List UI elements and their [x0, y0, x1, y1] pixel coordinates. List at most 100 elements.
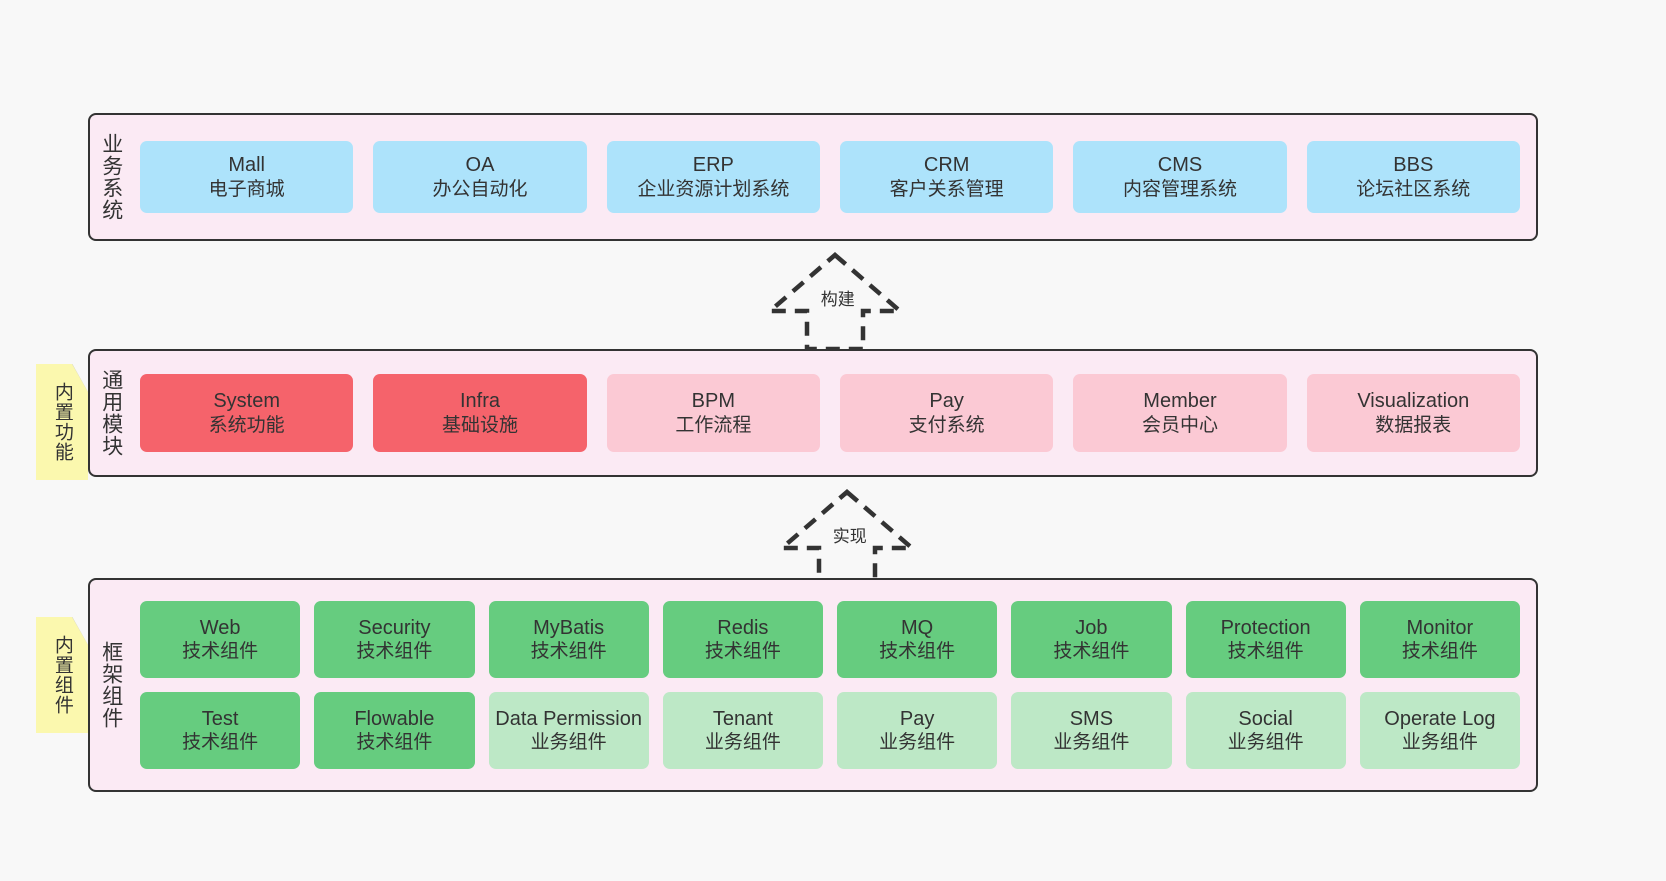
- card-title: Social: [1238, 707, 1293, 730]
- card-title: Web: [199, 616, 241, 639]
- module-card-bpm[interactable]: BPM 工作流程: [606, 374, 820, 452]
- note-built-in-functions: 内置功能: [36, 364, 88, 480]
- card-subtitle: 业务组件: [879, 732, 956, 754]
- page-fold-icon: [72, 617, 88, 645]
- card-title: Visualization: [1357, 390, 1470, 413]
- card-title: Tenant: [712, 707, 773, 730]
- framework-card-job[interactable]: Job 技术组件: [1011, 601, 1172, 678]
- card-subtitle: 技术组件: [879, 641, 956, 663]
- card-subtitle: 业务组件: [1227, 732, 1304, 754]
- card-title: CRM: [923, 154, 970, 177]
- card-subtitle: 会员中心: [1141, 414, 1218, 436]
- card-subtitle: 业务组件: [1401, 732, 1478, 754]
- card-title: CMS: [1157, 154, 1203, 177]
- implement-arrow: 实现: [772, 486, 922, 592]
- card-title: Pay: [899, 707, 935, 730]
- card-subtitle: 客户关系管理: [889, 178, 1004, 200]
- card-subtitle: 电子商城: [208, 178, 285, 200]
- common-modules-layer: 通用模块 System 系统功能 Infra 基础设施 BPM 工作流程 Pay…: [88, 349, 1538, 477]
- card-subtitle: 数据报表: [1375, 414, 1452, 436]
- framework-card-test[interactable]: Test 技术组件: [140, 692, 301, 769]
- business-systems-row: Mall 电子商城 OA 办公自动化 ERP 企业资源计划系统 CRM 客户关系…: [140, 141, 1520, 213]
- business-card-oa[interactable]: OA 办公自动化: [373, 141, 587, 213]
- card-subtitle: 工作流程: [675, 414, 752, 436]
- module-card-member[interactable]: Member 会员中心: [1073, 374, 1287, 452]
- framework-card-data-permission[interactable]: Data Permission 业务组件: [488, 692, 649, 769]
- framework-card-flowable[interactable]: Flowable 技术组件: [314, 692, 475, 769]
- card-subtitle: 技术组件: [1053, 641, 1130, 663]
- card-title: Flowable: [354, 707, 435, 730]
- module-card-infra[interactable]: Infra 基础设施: [373, 374, 587, 452]
- business-card-erp[interactable]: ERP 企业资源计划系统: [606, 141, 820, 213]
- card-title: Member: [1143, 390, 1217, 413]
- card-title: Security: [358, 616, 431, 639]
- framework-card-web[interactable]: Web 技术组件: [140, 601, 301, 678]
- card-subtitle: 技术组件: [356, 732, 433, 754]
- card-subtitle: 基础设施: [441, 414, 518, 436]
- framework-row-biz: Test 技术组件 Flowable 技术组件 Data Permission …: [140, 692, 1520, 769]
- framework-components-body: Web 技术组件 Security 技术组件 MyBatis 技术组件 Redi…: [132, 580, 1536, 790]
- card-title: MQ: [901, 616, 934, 639]
- card-title: System: [213, 390, 280, 413]
- framework-card-tenant[interactable]: Tenant 业务组件: [662, 692, 823, 769]
- card-title: Monitor: [1406, 616, 1474, 639]
- card-subtitle: 系统功能: [208, 414, 285, 436]
- module-card-system[interactable]: System 系统功能: [140, 374, 354, 452]
- business-card-crm[interactable]: CRM 客户关系管理: [839, 141, 1054, 213]
- business-systems-title: 业务系统: [99, 133, 123, 221]
- business-card-bbs[interactable]: BBS 论坛社区系统: [1306, 141, 1520, 213]
- framework-card-operate-log[interactable]: Operate Log 业务组件: [1359, 692, 1520, 769]
- card-title: SMS: [1069, 707, 1114, 730]
- note-label: 内置组件: [51, 635, 73, 715]
- build-arrow: 构建: [760, 249, 910, 355]
- module-card-visualization[interactable]: Visualization 数据报表: [1306, 374, 1520, 452]
- card-subtitle: 技术组件: [1401, 641, 1478, 663]
- card-title: Operate Log: [1384, 707, 1496, 730]
- framework-card-mybatis[interactable]: MyBatis 技术组件: [488, 601, 649, 678]
- framework-card-sms[interactable]: SMS 业务组件: [1011, 692, 1172, 769]
- card-subtitle: 业务组件: [704, 732, 781, 754]
- business-card-cms[interactable]: CMS 内容管理系统: [1073, 141, 1287, 213]
- framework-card-protection[interactable]: Protection 技术组件: [1185, 601, 1346, 678]
- card-title: BPM: [691, 390, 735, 413]
- card-title: Pay: [929, 390, 964, 413]
- card-subtitle: 技术组件: [530, 641, 607, 663]
- framework-card-mq[interactable]: MQ 技术组件: [837, 601, 998, 678]
- common-modules-row: System 系统功能 Infra 基础设施 BPM 工作流程 Pay 支付系统…: [140, 374, 1520, 452]
- implement-arrow-label: 实现: [832, 527, 867, 546]
- card-title: Job: [1075, 616, 1108, 639]
- business-systems-body: Mall 电子商城 OA 办公自动化 ERP 企业资源计划系统 CRM 客户关系…: [132, 115, 1536, 239]
- card-subtitle: 技术组件: [704, 641, 781, 663]
- card-subtitle: 技术组件: [182, 641, 259, 663]
- card-title: Mall: [228, 154, 265, 177]
- card-title: ERP: [692, 154, 734, 177]
- framework-card-security[interactable]: Security 技术组件: [314, 601, 475, 678]
- framework-card-social[interactable]: Social 业务组件: [1185, 692, 1346, 769]
- card-subtitle: 业务组件: [530, 732, 607, 754]
- framework-components-title: 框架组件: [99, 641, 123, 729]
- business-systems-layer: 业务系统 Mall 电子商城 OA 办公自动化 ERP 企业资源计划系统 CRM…: [88, 113, 1538, 241]
- module-card-pay[interactable]: Pay 支付系统: [839, 374, 1054, 452]
- card-subtitle: 办公自动化: [432, 178, 528, 200]
- card-subtitle: 企业资源计划系统: [637, 178, 790, 200]
- card-title: Redis: [717, 616, 769, 639]
- note-label: 内置功能: [51, 382, 73, 462]
- card-subtitle: 论坛社区系统: [1356, 178, 1471, 200]
- card-subtitle: 技术组件: [356, 641, 433, 663]
- note-built-in-components: 内置组件: [36, 617, 88, 733]
- card-title: Test: [201, 707, 239, 730]
- common-modules-body: System 系统功能 Infra 基础设施 BPM 工作流程 Pay 支付系统…: [132, 351, 1536, 475]
- framework-card-pay[interactable]: Pay 业务组件: [837, 692, 998, 769]
- framework-row-tech: Web 技术组件 Security 技术组件 MyBatis 技术组件 Redi…: [140, 601, 1520, 678]
- business-card-mall[interactable]: Mall 电子商城: [140, 141, 354, 213]
- card-subtitle: 业务组件: [1053, 732, 1130, 754]
- framework-card-monitor[interactable]: Monitor 技术组件: [1359, 601, 1520, 678]
- common-modules-title: 通用模块: [99, 369, 123, 457]
- card-title: Data Permission: [495, 707, 642, 730]
- card-title: OA: [465, 154, 495, 177]
- framework-card-redis[interactable]: Redis 技术组件: [662, 601, 823, 678]
- card-subtitle: 技术组件: [182, 732, 259, 754]
- card-subtitle: 支付系统: [908, 414, 985, 436]
- card-title: MyBatis: [533, 616, 605, 639]
- build-arrow-label: 构建: [820, 290, 855, 309]
